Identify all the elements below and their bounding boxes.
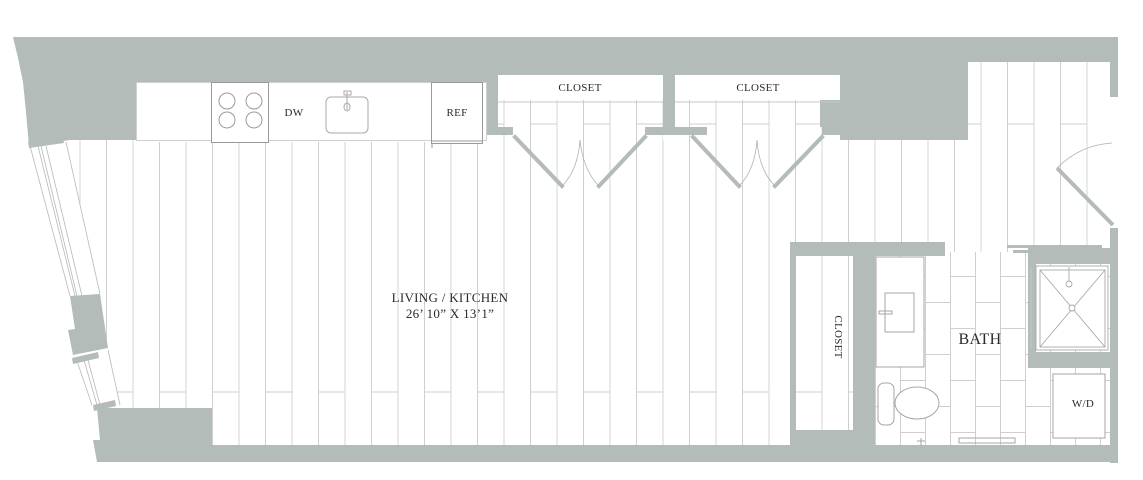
entry-door [1055, 142, 1115, 227]
bath-label: BATH [958, 331, 1002, 348]
cooktop-icon [211, 82, 269, 143]
walls [13, 37, 1118, 463]
closet-doors [512, 134, 825, 189]
window-left [28, 137, 121, 411]
dishwasher-label: DW [284, 107, 304, 119]
bath-threshold [958, 437, 1016, 444]
shower-icon [1030, 265, 1109, 351]
refrigerator-icon [431, 82, 483, 148]
kitchen-sink-icon [325, 90, 369, 134]
closet-2-label: CLOSET [736, 82, 780, 94]
closet-3-label: CLOSET [832, 315, 844, 359]
bath-sliding-door [1007, 245, 1108, 253]
living-kitchen-label: LIVING / KITCHEN 26’ 10” X 13’1” [370, 290, 530, 322]
room-name: LIVING / KITCHEN [391, 290, 509, 305]
kitchen-counter [136, 82, 487, 141]
closet-1-label: CLOSET [558, 82, 602, 94]
toilet-icon [877, 382, 940, 446]
room-dimensions: 26’ 10” X 13’1” [405, 306, 495, 321]
washer-dryer-icon [1052, 373, 1106, 439]
bath-vanity-icon [875, 256, 925, 368]
refrigerator-label: REF [446, 107, 468, 119]
washer-dryer-label: W/D [1071, 398, 1095, 410]
